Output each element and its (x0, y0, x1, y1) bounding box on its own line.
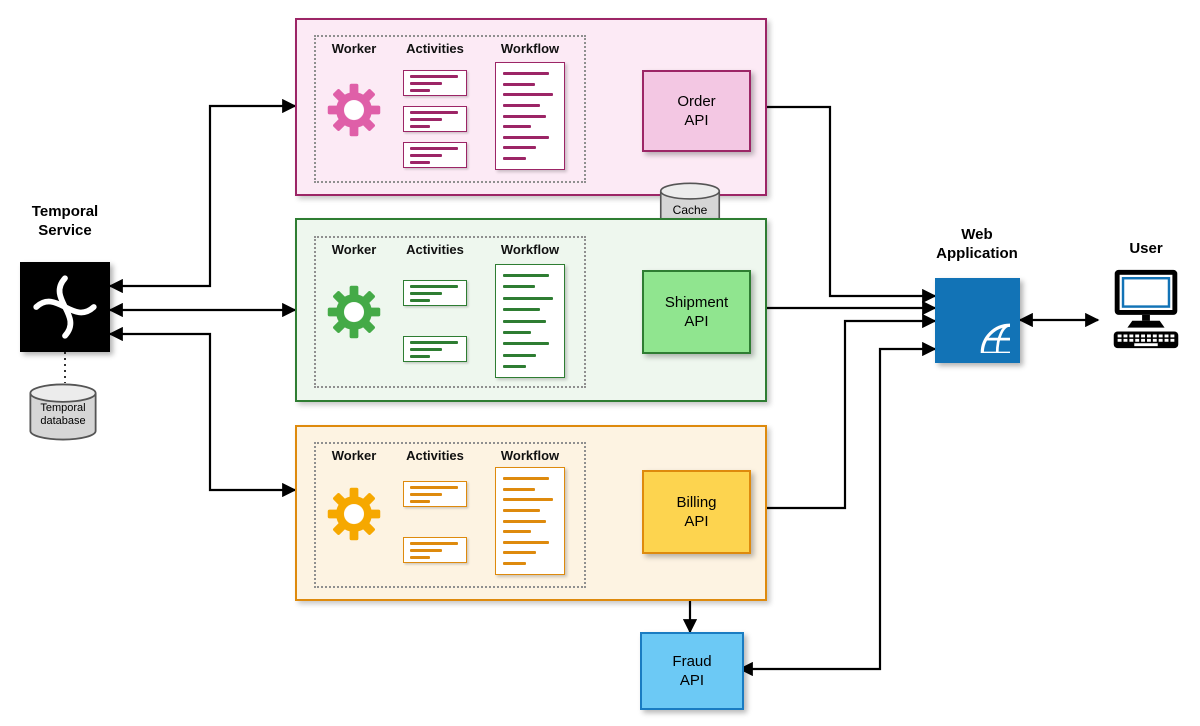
order-worker-header: Worker (331, 41, 377, 56)
temporal-logo-icon (33, 275, 97, 339)
order-api-label: Order API (677, 92, 716, 130)
web-application-box (935, 278, 1020, 363)
order-api-box: Order API (642, 70, 751, 152)
order-service-group: Worker Activities Workflow Order API (295, 18, 767, 196)
fraud-api-box: Fraud API (640, 632, 744, 710)
order-activity-card (403, 106, 467, 132)
order-activities-header: Activities (406, 41, 464, 56)
shipment-service-group: Worker Activities Workflow Shipment API (295, 218, 767, 402)
order-worker-gear-icon (326, 82, 382, 138)
billing-workflow-document-icon (495, 467, 565, 575)
cache-label: Cache (672, 203, 708, 218)
connector-order-api-webapp (743, 99, 937, 304)
billing-worker-gear-icon (326, 486, 382, 542)
fraud-api-label: Fraud API (672, 652, 712, 690)
user-label: User (1129, 240, 1163, 257)
user-computer-icon (1102, 266, 1190, 354)
billing-service-group: Worker Activities Workflow Billing API (295, 425, 767, 601)
globe-icon (946, 289, 1010, 353)
temporal-service-label: Temporal Service (31, 203, 99, 239)
order-workflow-header: Workflow (500, 41, 560, 56)
billing-activity-card (403, 481, 467, 507)
order-activity-card (403, 142, 467, 168)
shipment-workflow-document-icon (495, 264, 565, 378)
shipment-activities-header: Activities (406, 242, 464, 257)
billing-workflow-header: Workflow (500, 448, 560, 463)
connector-temporal-billing-worker (108, 326, 297, 498)
billing-api-label: Billing API (676, 493, 717, 531)
billing-activities-header: Activities (406, 448, 464, 463)
shipment-worker-cluster-outline (314, 236, 586, 388)
shipment-worker-header: Worker (331, 242, 377, 257)
shipment-api-box: Shipment API (642, 270, 751, 354)
billing-activity-card (403, 537, 467, 563)
temporal-database-label: Temporal database (40, 402, 86, 427)
shipment-activity-card (403, 336, 467, 362)
temporal-service-box (20, 262, 110, 352)
web-application-label: Web Application (936, 226, 1018, 262)
billing-worker-cluster-outline (314, 442, 586, 588)
shipment-worker-gear-icon (326, 284, 382, 340)
temporal-database: Temporal database (21, 383, 105, 441)
billing-worker-header: Worker (331, 448, 377, 463)
shipment-activity-card (403, 280, 467, 306)
shipment-api-label: Shipment API (664, 293, 729, 331)
shipment-workflow-header: Workflow (500, 242, 560, 257)
order-activity-card (403, 70, 467, 96)
connector-temporal-order-worker (108, 98, 297, 294)
order-worker-cluster-outline (314, 35, 586, 183)
cache-store: Cache (656, 182, 724, 234)
order-workflow-document-icon (495, 62, 565, 170)
connector-fraud-api-webapp (738, 341, 937, 677)
billing-api-box: Billing API (642, 470, 751, 554)
